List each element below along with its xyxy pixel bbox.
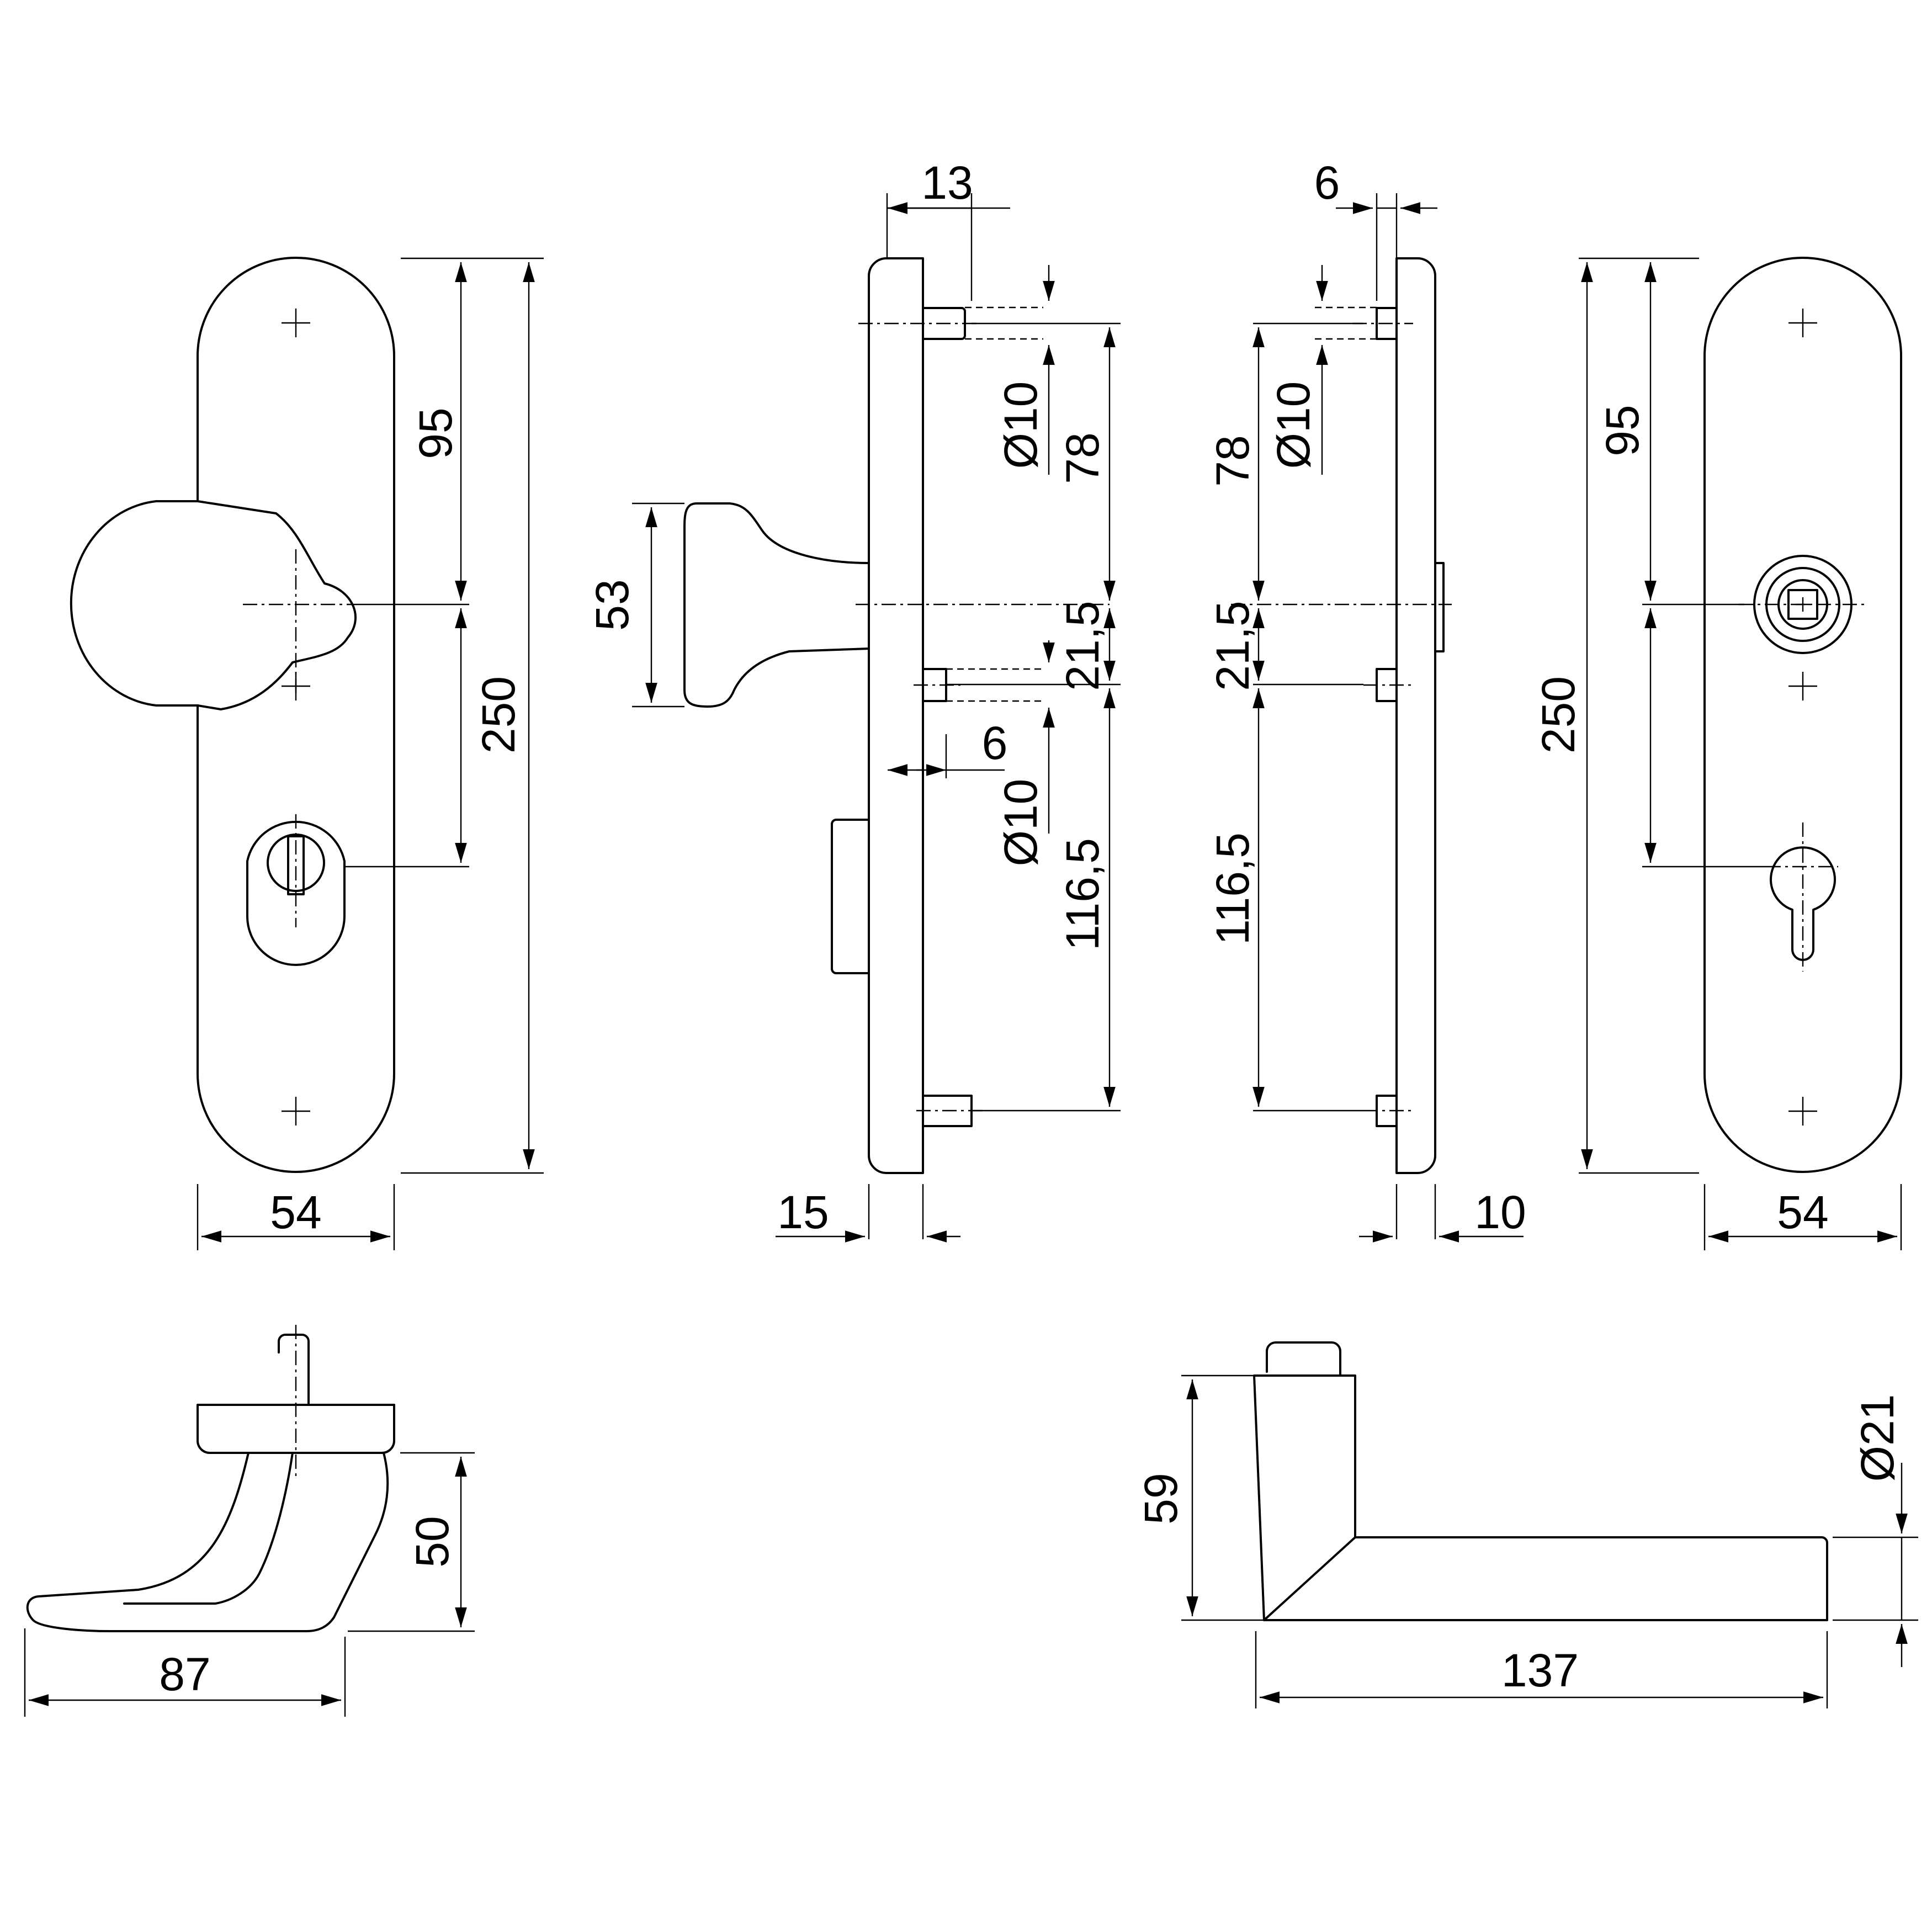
dim-lower-offset: 6 — [982, 717, 1008, 769]
dim-height-total-right: 250 — [1532, 676, 1584, 753]
dim-spacing-top: 13 — [921, 157, 973, 209]
dim-knob-height: 53 — [586, 579, 638, 630]
dim-height-upper: 95 — [410, 407, 461, 459]
dim-lever-side-length: 137 — [1501, 1644, 1579, 1696]
dim-bore-top: Ø10 — [995, 381, 1047, 469]
dim-lever-height: 50 — [406, 1516, 458, 1567]
dim-thickness: 15 — [777, 1186, 829, 1238]
dim-21-5-2: 21,5 — [1207, 601, 1259, 691]
side-view-plate: 6 78 Ø10 21,5 116,5 10 — [1207, 157, 1526, 1243]
dim-116-5: 116,5 — [1057, 838, 1108, 951]
dim-height-total: 250 — [473, 676, 524, 753]
front-view-right: 250 95 54 — [1532, 257, 1902, 1250]
dim-78-2: 78 — [1207, 435, 1259, 486]
dim-width-right: 54 — [1777, 1186, 1828, 1238]
lever-top-view: 50 87 — [24, 1325, 475, 1717]
dim-spacing-top-2: 6 — [1314, 157, 1340, 209]
dim-bore-2: Ø10 — [1267, 381, 1319, 469]
front-view-left: 95 250 54 — [70, 257, 544, 1250]
dim-thickness-2: 10 — [1474, 1186, 1526, 1238]
dim-lever-diameter: Ø21 — [1851, 1394, 1903, 1482]
dim-78: 78 — [1057, 432, 1108, 484]
dim-116-5-2: 116,5 — [1207, 832, 1259, 945]
lever-side-view: 59 Ø21 137 — [1135, 1341, 1918, 1708]
dim-lever-length: 87 — [159, 1648, 210, 1700]
dim-21-5: 21,5 — [1057, 601, 1108, 691]
side-view-knob: 13 53 Ø10 78 21,5 6 Ø10 116,5 15 — [586, 157, 1121, 1243]
dim-lever-side-height: 59 — [1135, 1473, 1187, 1524]
dim-bore-mid: Ø10 — [995, 779, 1047, 867]
dim-height-upper-right: 95 — [1596, 405, 1648, 456]
dim-width: 54 — [270, 1186, 321, 1238]
